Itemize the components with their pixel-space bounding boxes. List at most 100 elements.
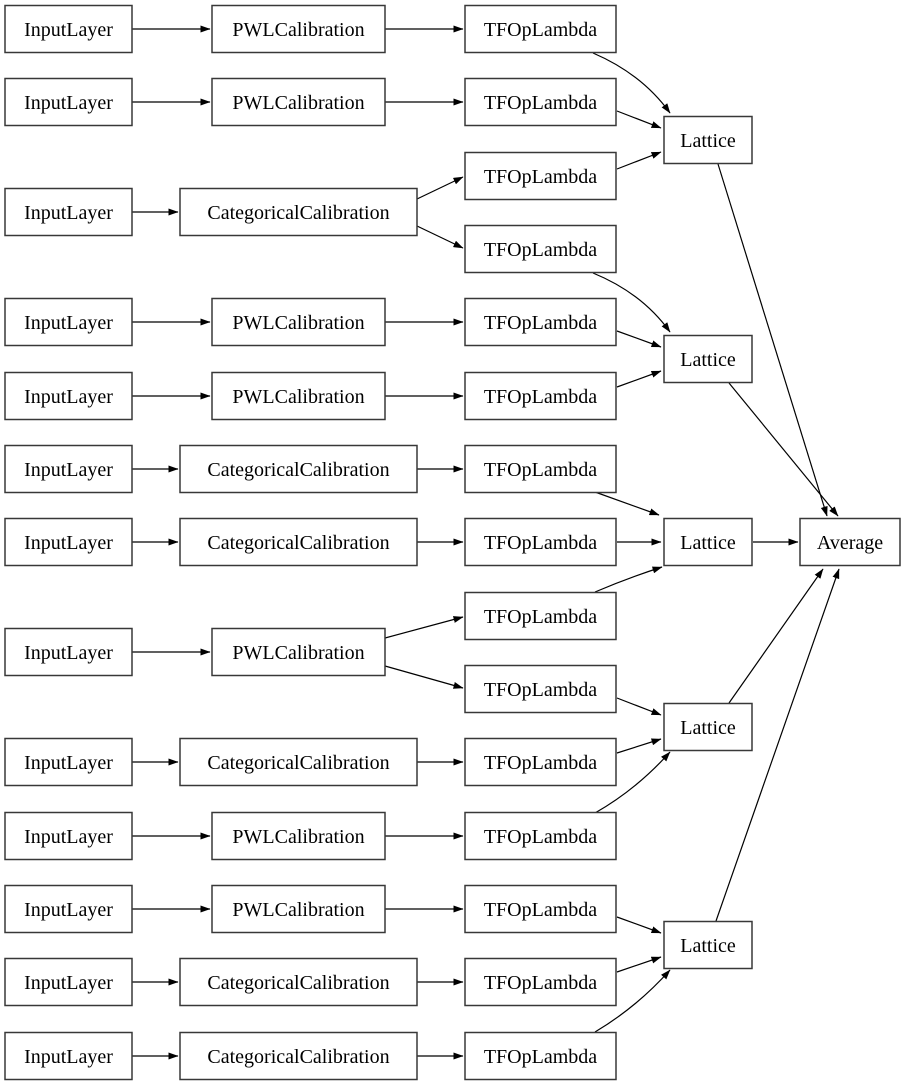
lattice-label: Lattice <box>680 349 736 371</box>
tfop-lambda-label: TFOpLambda <box>484 1046 597 1068</box>
pwl-calibration-label: PWLCalibration <box>232 826 364 848</box>
categorical-calibration-label: CategoricalCalibration <box>207 202 389 224</box>
edge-t2-L1 <box>616 110 662 129</box>
node-average: Average <box>799 517 901 567</box>
tfop-lambda-label: TFOpLambda <box>484 826 597 848</box>
node-tfop-lambda: TFOpLambda <box>464 957 617 1007</box>
edge-c8-t9 <box>384 616 464 639</box>
node-tfop-lambda: TFOpLambda <box>464 77 617 127</box>
node-tfop-lambda: TFOpLambda <box>464 151 617 201</box>
edge-c3-t3 <box>416 176 464 200</box>
node-lattice: Lattice <box>663 920 753 970</box>
tfop-lambda-label: TFOpLambda <box>484 899 597 921</box>
categorical-calibration-label: CategoricalCalibration <box>207 972 389 994</box>
node-input-layer: InputLayer <box>4 297 133 347</box>
node-categorical-calibration: CategoricalCalibration <box>179 1031 418 1081</box>
node-tfop-lambda: TFOpLambda <box>464 517 617 567</box>
node-pwl-calibration: PWLCalibration <box>211 77 386 127</box>
edge-t4-L2 <box>592 272 671 333</box>
node-lattice: Lattice <box>663 517 753 567</box>
node-tfop-lambda: TFOpLambda <box>464 4 617 54</box>
node-pwl-calibration: PWLCalibration <box>211 811 386 861</box>
edge-c3-t4 <box>416 225 464 249</box>
node-tfop-lambda: TFOpLambda <box>464 224 617 274</box>
input-layer-label: InputLayer <box>24 899 113 921</box>
node-tfop-lambda: TFOpLambda <box>464 884 617 934</box>
edge-t11-L4 <box>616 738 662 754</box>
tfop-lambda-label: TFOpLambda <box>484 679 597 701</box>
node-tfop-lambda: TFOpLambda <box>464 591 617 641</box>
input-layer-label: InputLayer <box>24 312 113 334</box>
lattice-label: Lattice <box>680 130 736 152</box>
input-layer-label: InputLayer <box>24 202 113 224</box>
node-input-layer: InputLayer <box>4 884 133 934</box>
edge-t6-L2 <box>616 370 662 388</box>
tfop-lambda-label: TFOpLambda <box>484 532 597 554</box>
node-lattice: Lattice <box>663 115 753 165</box>
edge-L2-avg <box>728 382 839 517</box>
node-input-layer: InputLayer <box>4 737 133 787</box>
node-lattice: Lattice <box>663 334 753 384</box>
node-input-layer: InputLayer <box>4 627 133 677</box>
edge-t15-L5 <box>594 969 671 1033</box>
edge-t12-L4 <box>594 751 671 814</box>
node-input-layer: InputLayer <box>4 187 133 237</box>
lattice-label: Lattice <box>680 532 736 554</box>
input-layer-label: InputLayer <box>24 826 113 848</box>
edge-c8-t10 <box>384 665 464 689</box>
edge-t7-L3 <box>594 491 660 516</box>
tfop-lambda-label: TFOpLambda <box>484 19 597 41</box>
edge-L4-avg <box>728 568 824 704</box>
node-input-layer: InputLayer <box>4 77 133 127</box>
node-input-layer: InputLayer <box>4 4 133 54</box>
node-input-layer: InputLayer <box>4 811 133 861</box>
edge-t14-L5 <box>616 956 662 973</box>
node-tfop-lambda: TFOpLambda <box>464 811 617 861</box>
node-pwl-calibration: PWLCalibration <box>211 884 386 934</box>
pwl-calibration-label: PWLCalibration <box>232 312 364 334</box>
pwl-calibration-label: PWLCalibration <box>232 642 364 664</box>
tfop-lambda-label: TFOpLambda <box>484 239 597 261</box>
edge-t9-L3 <box>594 566 663 593</box>
edge-L1-avg <box>717 163 828 517</box>
tfop-lambda-label: TFOpLambda <box>484 312 597 334</box>
node-input-layer: InputLayer <box>4 517 133 567</box>
input-layer-label: InputLayer <box>24 19 113 41</box>
node-tfop-lambda: TFOpLambda <box>464 371 617 421</box>
input-layer-label: InputLayer <box>24 642 113 664</box>
node-categorical-calibration: CategoricalCalibration <box>179 187 418 237</box>
tfop-lambda-label: TFOpLambda <box>484 752 597 774</box>
categorical-calibration-label: CategoricalCalibration <box>207 1046 389 1068</box>
input-layer-label: InputLayer <box>24 386 113 408</box>
tfop-lambda-label: TFOpLambda <box>484 92 597 114</box>
node-input-layer: InputLayer <box>4 1031 133 1081</box>
node-input-layer: InputLayer <box>4 371 133 421</box>
pwl-calibration-label: PWLCalibration <box>232 19 364 41</box>
input-layer-label: InputLayer <box>24 752 113 774</box>
lattice-label: Lattice <box>680 935 736 957</box>
node-pwl-calibration: PWLCalibration <box>211 627 386 677</box>
input-layer-label: InputLayer <box>24 92 113 114</box>
pwl-calibration-label: PWLCalibration <box>232 899 364 921</box>
edge-t10-L4 <box>616 697 662 716</box>
node-pwl-calibration: PWLCalibration <box>211 297 386 347</box>
tfop-lambda-label: TFOpLambda <box>484 386 597 408</box>
categorical-calibration-label: CategoricalCalibration <box>207 752 389 774</box>
categorical-calibration-label: CategoricalCalibration <box>207 459 389 481</box>
node-tfop-lambda: TFOpLambda <box>464 444 617 494</box>
edge-t3-L1 <box>616 151 662 170</box>
input-layer-label: InputLayer <box>24 1046 113 1068</box>
node-categorical-calibration: CategoricalCalibration <box>179 444 418 494</box>
tfop-lambda-label: TFOpLambda <box>484 166 597 188</box>
node-tfop-lambda: TFOpLambda <box>464 737 617 787</box>
node-tfop-lambda: TFOpLambda <box>464 664 617 714</box>
edge-t13-L5 <box>616 916 662 934</box>
node-categorical-calibration: CategoricalCalibration <box>179 517 418 567</box>
input-layer-label: InputLayer <box>24 532 113 554</box>
node-categorical-calibration: CategoricalCalibration <box>179 737 418 787</box>
tfop-lambda-label: TFOpLambda <box>484 972 597 994</box>
edge-t5-L2 <box>616 330 662 348</box>
node-pwl-calibration: PWLCalibration <box>211 371 386 421</box>
